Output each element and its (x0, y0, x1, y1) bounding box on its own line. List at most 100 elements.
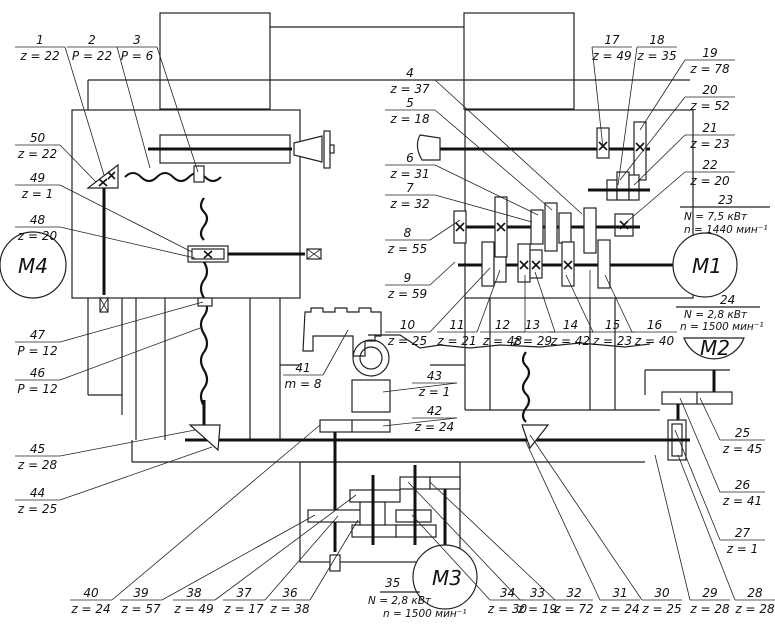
part-number: 1 (36, 33, 44, 47)
leader-line (411, 514, 491, 601)
leader-line (59, 327, 201, 381)
leader-line (156, 46, 199, 173)
part-parameter: z = 57 (120, 602, 161, 616)
leader-line (524, 439, 601, 601)
part-number: 34 (500, 586, 515, 600)
part-parameter: z = 48 (482, 334, 523, 348)
leader-line (59, 184, 193, 253)
spindle-assembly (86, 130, 335, 425)
part-parameter: z = 28 (17, 458, 58, 472)
part-number: 46 (30, 366, 46, 380)
leader-line (591, 46, 604, 149)
leader-line (677, 454, 736, 601)
leader-line (59, 446, 213, 501)
leader-line (59, 429, 196, 457)
part-parameter: z = 30 (487, 602, 528, 616)
part-number: 26 (735, 478, 751, 492)
leader-line (214, 494, 357, 601)
callout-44: 44z = 25 (15, 446, 213, 516)
leader-line (619, 96, 686, 181)
callout-37: 37z = 17 (223, 515, 339, 616)
part-parameter: z = 28 (689, 602, 730, 616)
part-parameter: z = 20 (689, 174, 730, 188)
part-number: 18 (649, 33, 665, 47)
callout-48: 48z = 20 (15, 213, 196, 259)
callout-27: 27z = 1 (674, 429, 765, 556)
motor-m3-label: M3 (432, 566, 462, 590)
part-parameter: z = 22 (19, 49, 59, 63)
part-parameter: z = 19 (517, 602, 557, 616)
callout-45: 45z = 28 (15, 429, 196, 472)
part-number: 27 (735, 526, 751, 540)
gearbox-assembly (416, 121, 690, 289)
part-number: 7 (406, 181, 414, 195)
part-number: 10 (400, 318, 416, 332)
leader-line (434, 194, 533, 223)
leader-line (116, 46, 151, 169)
motor-m1-speed: n = 1440 мин⁻¹ (684, 224, 768, 236)
callout-4: 4z = 37 (385, 66, 583, 215)
bottom-gearbox (307, 465, 461, 572)
part-number: 36 (282, 586, 298, 600)
callout-40: 40z = 24 (70, 424, 321, 616)
callout-30: 30z = 25 (529, 434, 682, 616)
callout-39: 39z = 57 (120, 514, 316, 616)
callout-20: 20 z = 52 (619, 83, 735, 181)
callout-17: 17 z = 49 (591, 33, 632, 149)
part-parameter: z = 21 (436, 334, 476, 348)
callout-38: 38z = 49 (173, 494, 357, 616)
part-parameter: z = 59 (387, 287, 427, 301)
part-number: 33 (530, 586, 545, 600)
part-number: 17 (604, 33, 620, 47)
part-number: 50 (30, 131, 46, 145)
callout-10: 10z = 25 (385, 267, 491, 348)
part-parameter: z = 22 (17, 147, 57, 161)
part-number: 6 (406, 151, 414, 165)
part-number: 5 (406, 96, 414, 110)
callout-49: 49z = 1 (15, 171, 193, 253)
part-parameter: z = 28 (734, 602, 775, 616)
part-parameter: z = 49 (591, 49, 631, 63)
part-parameter: z = 18 (389, 112, 430, 126)
part-parameter: z = 52 (689, 99, 729, 113)
callout-6: 6 z = 31 (385, 151, 539, 216)
part-parameter: z = 31 (389, 167, 429, 181)
callout-1: 1 z = 22 (15, 33, 105, 176)
leader-line (476, 269, 501, 333)
motor-m3-number: 35 (385, 576, 400, 590)
part-number: 47 (30, 328, 46, 342)
feed-shaft (185, 339, 690, 552)
part-number: 15 (605, 318, 620, 332)
callout-42: 42z = 24 (382, 404, 458, 434)
leader-line (264, 515, 339, 601)
part-parameter: z = 38 (269, 602, 310, 616)
part-number: 31 (612, 586, 627, 600)
leader-line (322, 329, 349, 376)
part-number: 43 (427, 369, 442, 383)
callout-2: 2P = 22 (67, 33, 151, 169)
part-parameter: z = 1 (21, 187, 54, 201)
leader-line (617, 46, 638, 186)
part-number: 11 (449, 318, 464, 332)
leader-line (161, 514, 316, 601)
motor-m4-label: M4 (18, 254, 48, 278)
callout-14: 14z = 42 (548, 274, 594, 348)
leader-line (529, 434, 643, 601)
part-number: 20 (702, 83, 718, 97)
part-number: 32 (566, 586, 581, 600)
callout-22: 22z = 20 (621, 158, 735, 227)
leader-line (59, 301, 204, 343)
callout-13: 13z = 29 (510, 271, 556, 348)
callout-46: 46P = 12 (15, 327, 201, 396)
part-parameter: z = 41 (722, 494, 762, 508)
callout-16: 16z = 40 (604, 274, 677, 348)
motor-m4: M4 (0, 231, 67, 299)
callout-26: 26 z = 41 (679, 397, 765, 508)
leader-line (429, 219, 461, 241)
callout-19: 19z = 78 (639, 46, 735, 131)
leader-line (429, 481, 556, 601)
callout-34: 34 z = 30 (411, 514, 528, 616)
part-parameter: z = 24 (599, 602, 639, 616)
callout-33: 33 z = 19 (407, 481, 557, 616)
